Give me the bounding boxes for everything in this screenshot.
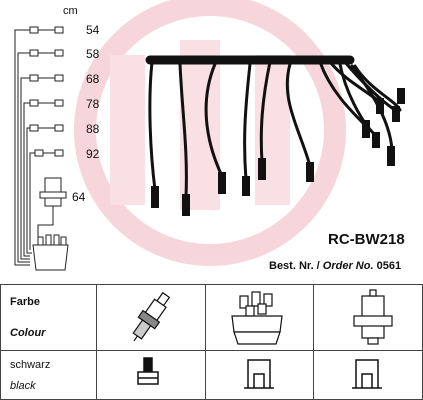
length-label: 92 — [86, 147, 100, 161]
length-label: 78 — [86, 97, 100, 111]
model-number: RC-BW218 — [328, 231, 405, 248]
distributor-cap-icon — [231, 291, 283, 345]
order-number: 0561 — [376, 260, 402, 272]
terminal-symbol-plug — [137, 357, 159, 385]
color-label-en: Colour — [10, 327, 46, 339]
order-prefix: Best. Nr. / — [269, 260, 323, 272]
length-label: 68 — [86, 72, 100, 86]
color-label-de: Farbe — [10, 296, 40, 308]
color-value-en: black — [10, 380, 36, 392]
cable-length-diagram — [14, 26, 69, 271]
ignition-coil-icon — [353, 289, 393, 345]
unit-label: cm — [63, 5, 78, 17]
color-value-de: schwarz — [10, 359, 51, 371]
length-label: 54 — [86, 23, 100, 37]
color-table-grid — [0, 284, 423, 400]
order-number-line: Best. Nr. / Order No. 0561 — [269, 260, 401, 272]
order-label: Order No. — [322, 260, 374, 272]
terminal-symbol-coil — [352, 359, 382, 389]
length-label: 88 — [86, 122, 100, 136]
terminal-symbol-cap — [244, 359, 274, 389]
ignition-cable-set — [145, 55, 405, 216]
coil-length-label: 64 — [72, 190, 86, 204]
spark-plug-icon — [132, 291, 171, 342]
length-label: 58 — [86, 47, 100, 61]
